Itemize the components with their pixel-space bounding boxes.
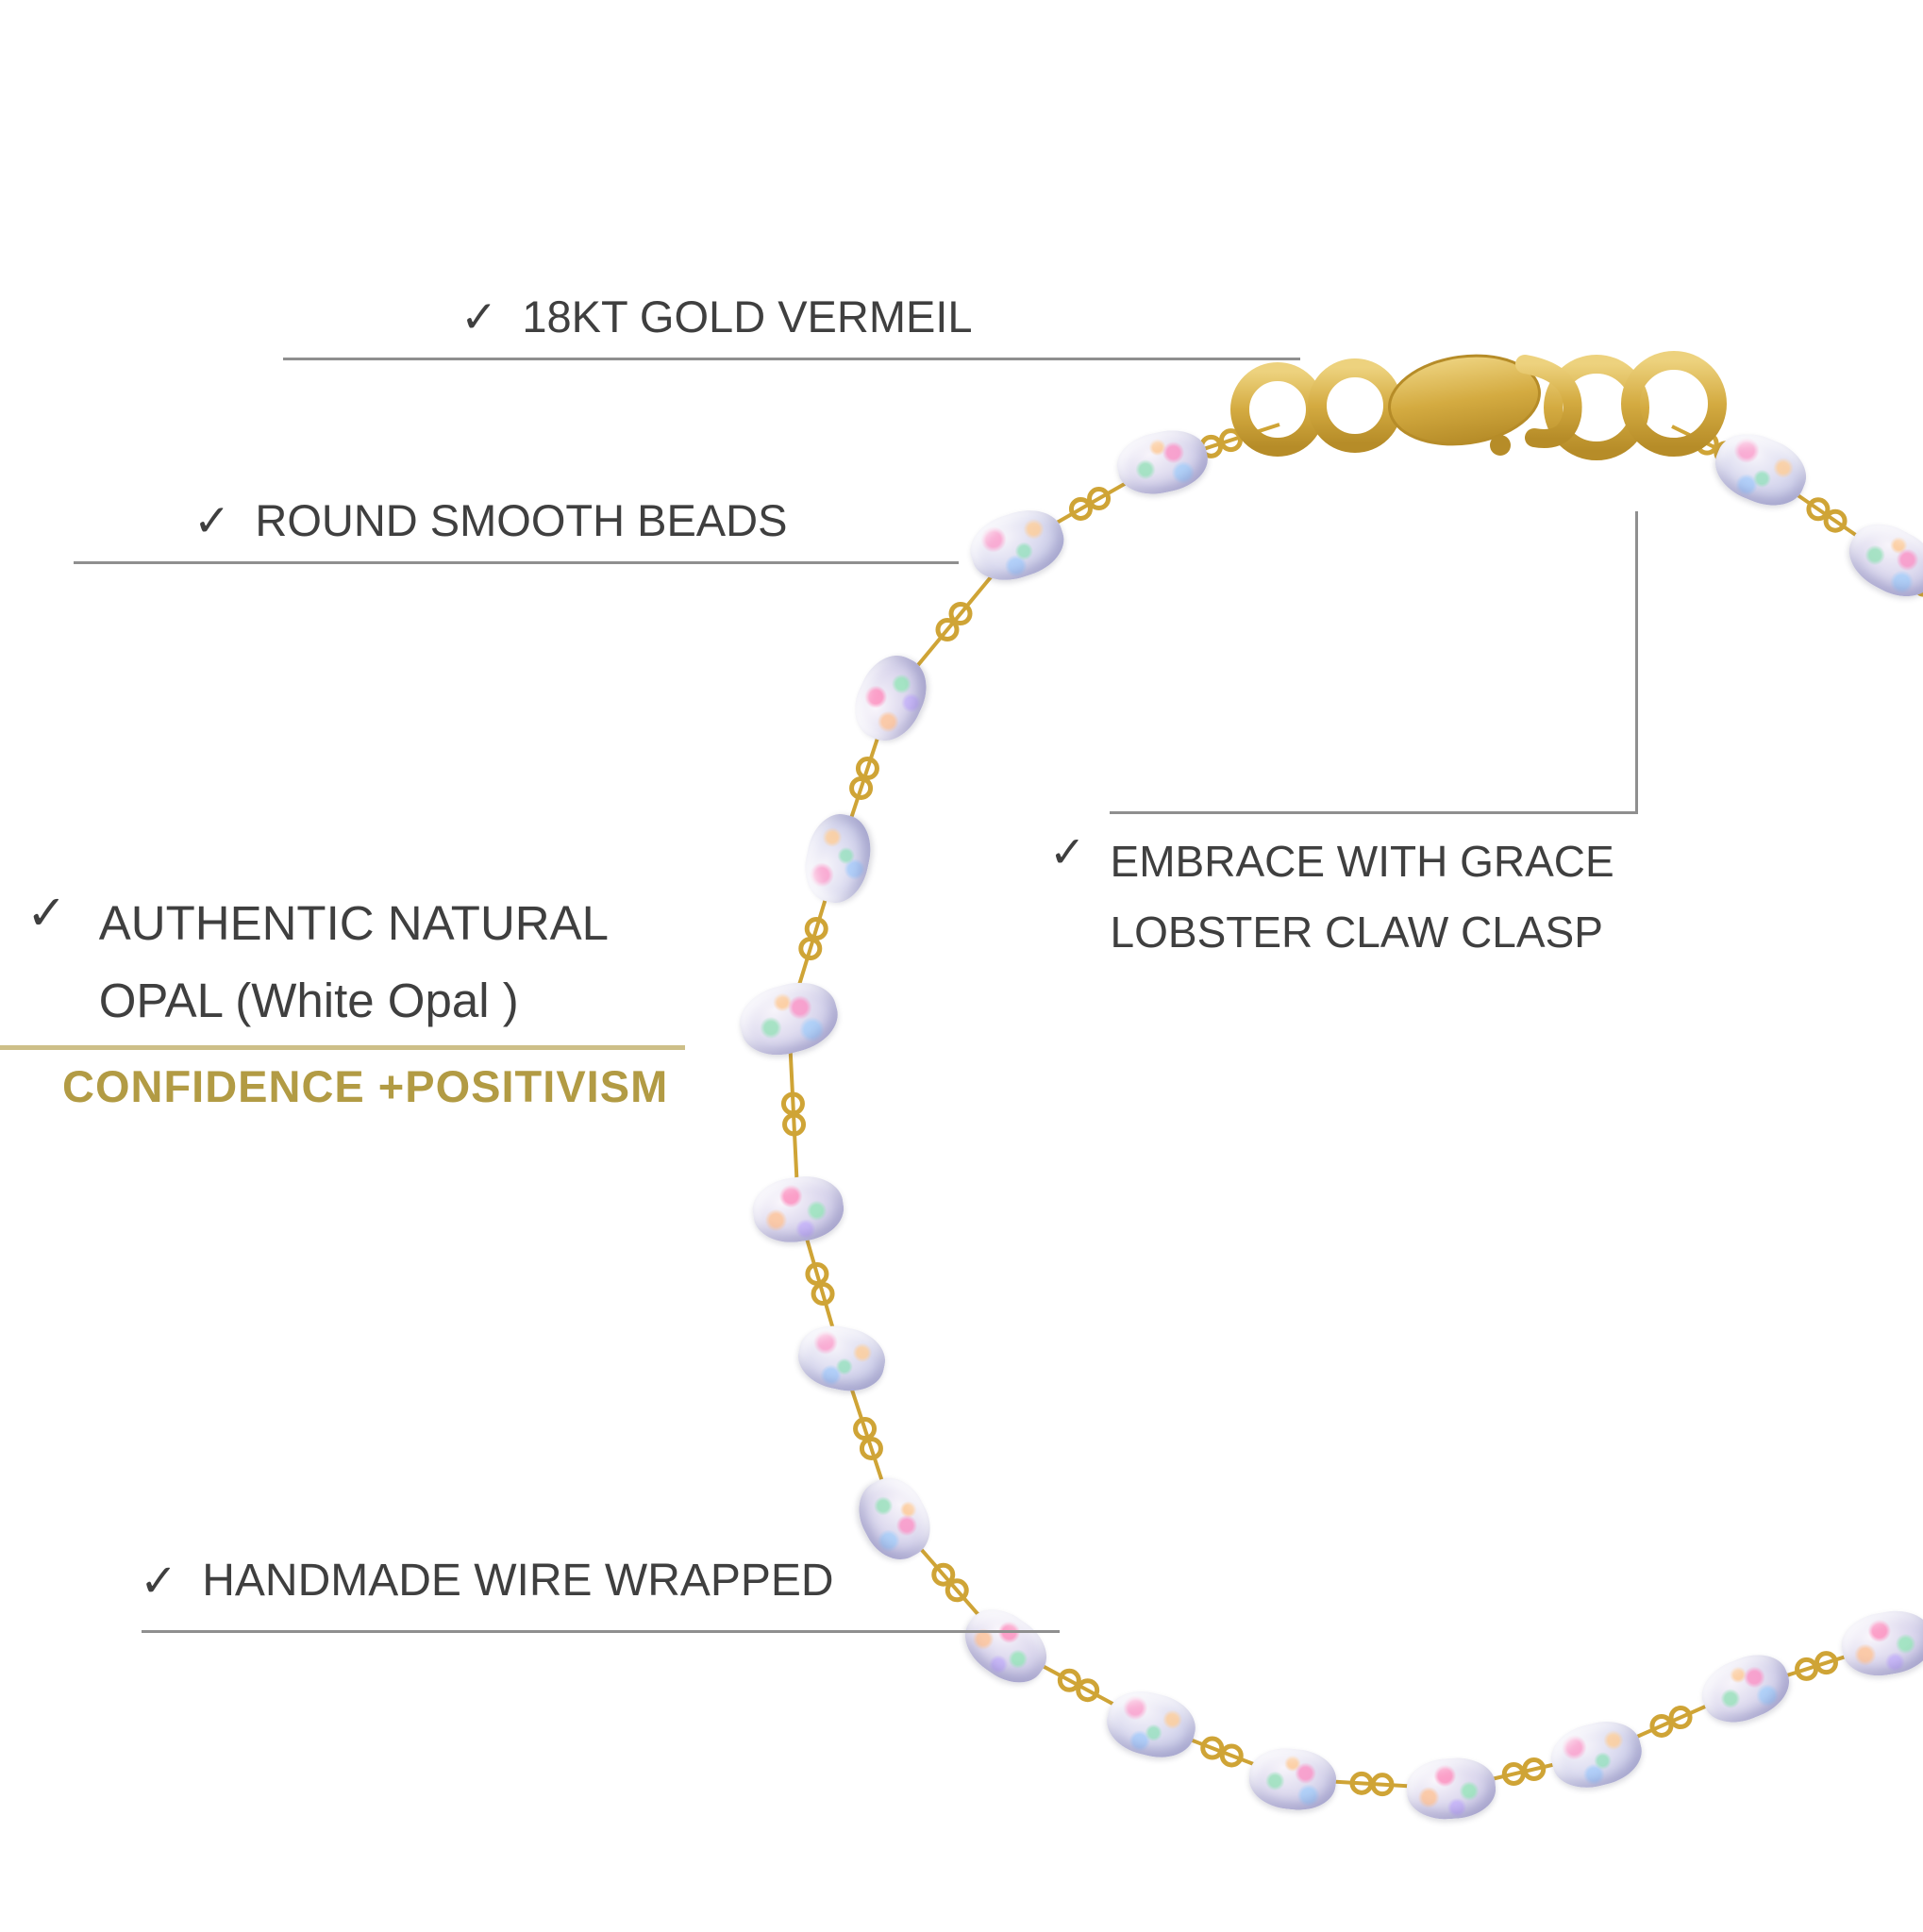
opal-bead	[1838, 511, 1923, 609]
opal-bead	[962, 500, 1073, 591]
opal-bead	[1705, 423, 1816, 517]
opal-bead	[793, 1319, 891, 1398]
authentic-label-line2: OPAL (White Opal )	[98, 973, 519, 1027]
lobster-claw-clasp	[1230, 351, 1727, 460]
callout-gold-vermeil: ✓ 18KT GOLD VERMEIL	[460, 291, 973, 343]
callout-handmade: ✓ HANDMADE WIRE WRAPPED	[140, 1555, 834, 1607]
opal-bead	[1693, 1643, 1798, 1734]
confidence-positivism-label: CONFIDENCE +POSITIVISM	[62, 1061, 669, 1111]
checkmark-icon: ✓	[26, 886, 67, 940]
opal-bead	[732, 973, 845, 1065]
checkmark-icon: ✓	[140, 1557, 178, 1607]
opal-bead	[1112, 423, 1213, 502]
opal-bead	[843, 644, 939, 752]
callout-lobster-clasp: ✓ EMBRACE WITH GRACE LOBSTER CLAW CLASP	[1049, 826, 1614, 967]
callout-line-handmade	[142, 1630, 1060, 1633]
callout-line-round-beads	[74, 561, 959, 564]
checkmark-icon: ✓	[193, 495, 231, 545]
opal-bead	[1246, 1744, 1340, 1814]
opal-bead	[846, 1467, 943, 1571]
callout-line-embrace-horizontal	[1110, 811, 1638, 814]
gold-underline	[0, 1045, 685, 1050]
handmade-label: HANDMADE WIRE WRAPPED	[202, 1556, 834, 1606]
callout-authentic-opal: ✓ AUTHENTIC NATURAL OPAL (White Opal )	[26, 885, 609, 1039]
callout-line-embrace-vertical	[1635, 511, 1638, 814]
checkmark-icon: ✓	[460, 291, 498, 341]
callout-line-gold-vermeil	[283, 358, 1300, 360]
opal-bead	[797, 808, 878, 908]
opal-bead	[1404, 1755, 1498, 1823]
opal-bead	[1836, 1605, 1923, 1682]
checkmark-icon: ✓	[1049, 827, 1086, 876]
embrace-label-line2: LOBSTER CLAW CLASP	[1110, 907, 1603, 957]
authentic-label-line1: AUTHENTIC NATURAL	[98, 896, 609, 950]
opal-bead	[1100, 1683, 1202, 1766]
opal-bead	[1545, 1713, 1648, 1796]
embrace-label-line1: EMBRACE WITH GRACE	[1110, 837, 1614, 886]
opal-bead	[748, 1171, 848, 1248]
opal-bead	[952, 1596, 1060, 1696]
callout-round-beads: ✓ ROUND SMOOTH BEADS	[193, 494, 787, 547]
gold-vermeil-label: 18KT GOLD VERMEIL	[522, 291, 973, 341]
round-beads-label: ROUND SMOOTH BEADS	[255, 495, 788, 545]
